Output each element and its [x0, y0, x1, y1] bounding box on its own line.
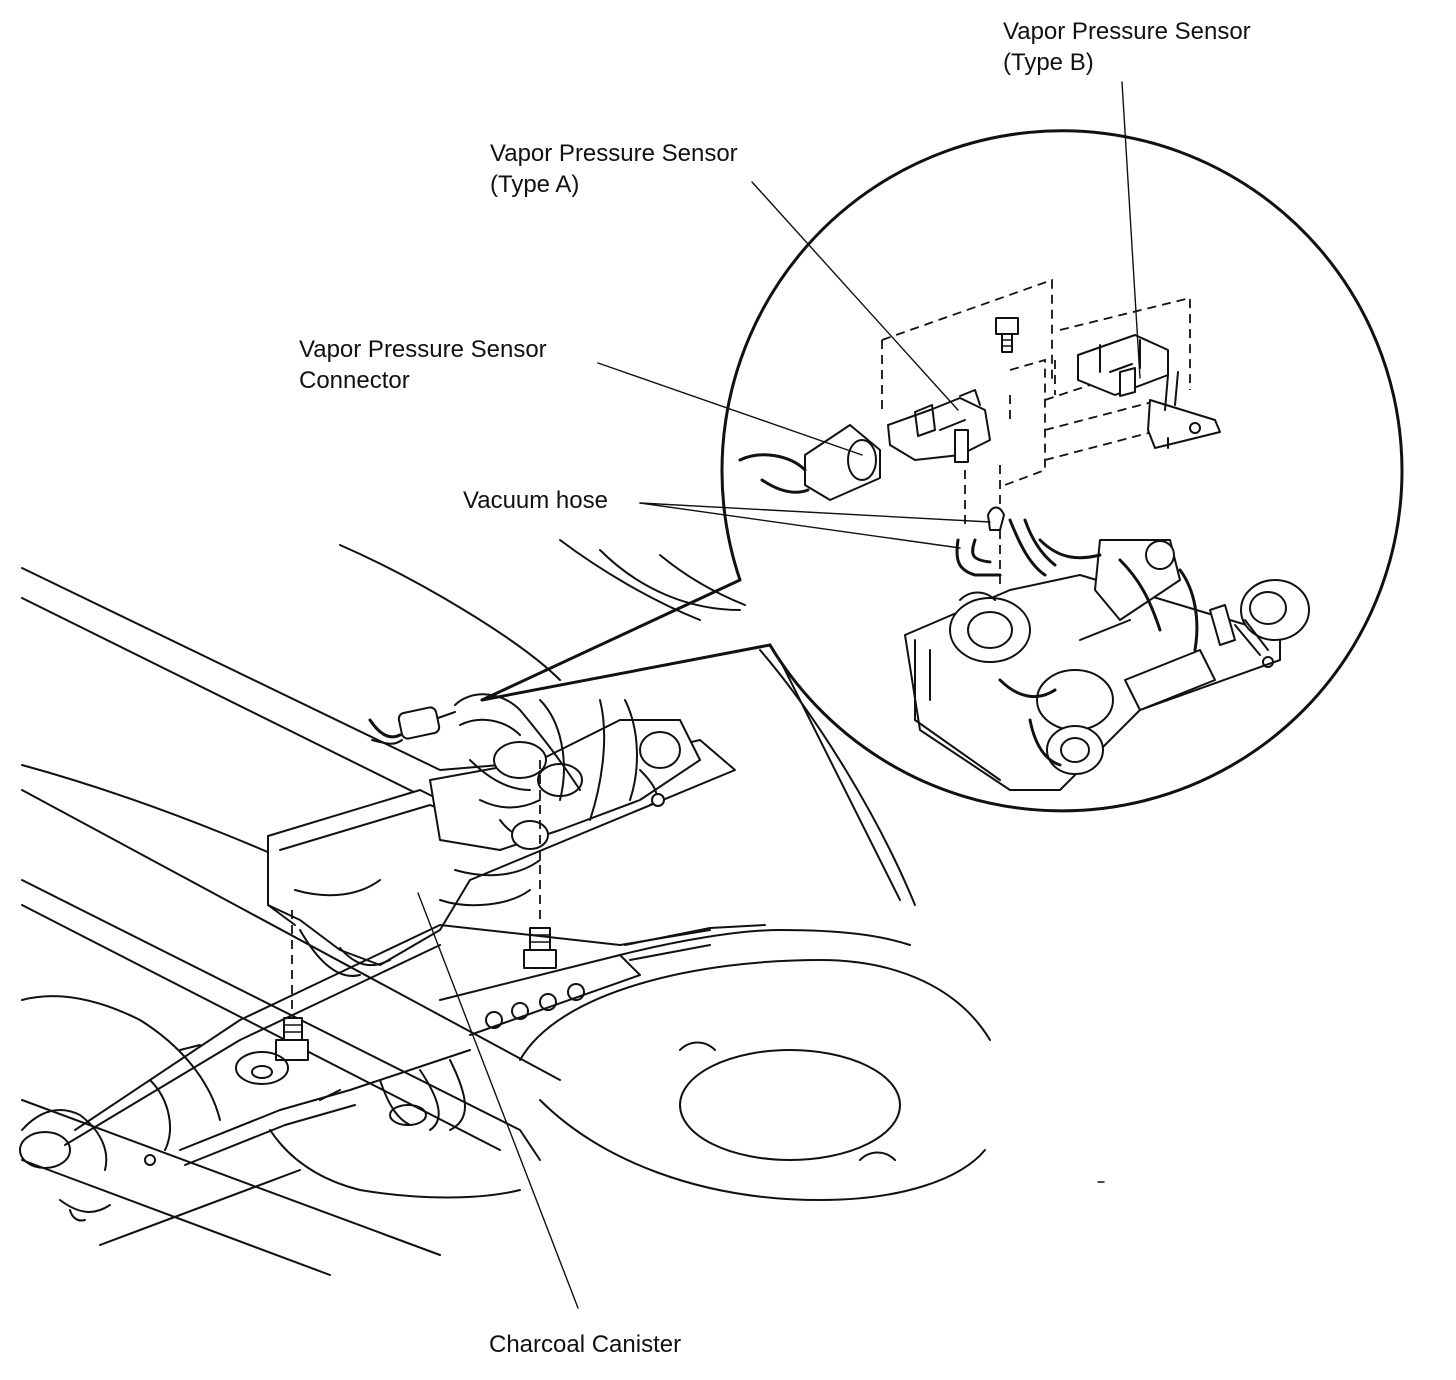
bolt-main-right — [523, 927, 557, 969]
leader-lines — [417, 81, 1141, 1309]
vacuum-hose-detail — [955, 506, 1057, 577]
canister-valves-detail — [904, 538, 1310, 791]
leader-type-a — [751, 181, 959, 411]
bolt-detail — [995, 317, 1019, 353]
label-sensor-type-b-line1: Vapor Pressure Sensor — [1003, 18, 1251, 45]
label-sensor-type-a: Vapor Pressure Sensor (Type A) — [490, 138, 738, 200]
leader-charcoal-canister — [417, 892, 579, 1309]
vapor-pressure-sensor-type-b — [1077, 334, 1221, 449]
label-vacuum-hose: Vacuum hose — [463, 487, 608, 514]
label-sensor-type-a-line2: (Type A) — [490, 171, 580, 198]
label-sensor-type-b: Vapor Pressure Sensor (Type B) — [1003, 16, 1251, 78]
leader-type-b — [1121, 81, 1141, 379]
label-sensor-connector: Vapor Pressure Sensor Connector — [299, 334, 547, 396]
detail-magnifier — [480, 129, 1404, 813]
label-sensor-connector-line2: Connector — [299, 367, 410, 394]
vapor-pressure-sensor-connector — [738, 424, 881, 501]
vehicle-underbody — [19, 539, 991, 1276]
label-sensor-connector-line1: Vapor Pressure Sensor — [299, 336, 547, 363]
label-sensor-type-b-line2: (Type B) — [1003, 49, 1094, 76]
bolt-main-left — [275, 1017, 309, 1061]
leader-vacuum-hose-1 — [639, 502, 991, 523]
label-charcoal-canister: Charcoal Canister — [489, 1331, 682, 1358]
leader-vacuum-hose-2 — [639, 502, 961, 549]
label-sensor-type-a-line1: Vapor Pressure Sensor — [490, 140, 738, 167]
vapor-pressure-sensor-type-a — [887, 389, 991, 463]
leader-connector — [597, 362, 863, 456]
